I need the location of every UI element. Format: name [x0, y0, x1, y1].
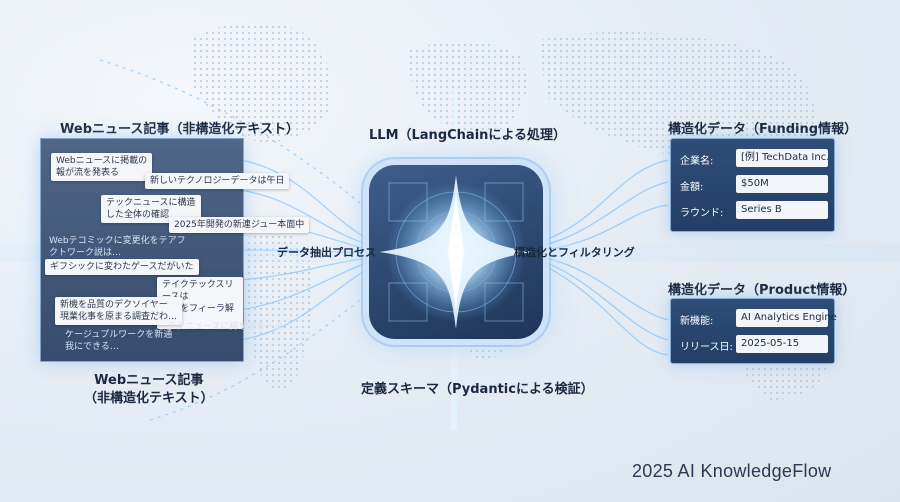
- source-title: Webニュース記事（非構造化テキスト）: [60, 122, 299, 137]
- field-key: 金額:: [680, 182, 704, 193]
- footer-brand: 2025 AI KnowledgeFlow: [632, 461, 832, 481]
- source-caption-line2: （非構造化テキスト）: [84, 391, 214, 406]
- field-value: 2025-05-15: [736, 335, 828, 353]
- field-value: $50M: [736, 175, 828, 193]
- structuring-filter-label: 構造化とフィルタリング: [514, 246, 635, 259]
- funding-output-title: 構造化データ（Funding情報）: [668, 122, 858, 137]
- llm-title: LLM（LangChainによる処理）: [369, 128, 567, 143]
- text-snippet: ギフシックに変わたゲースだがいた: [45, 259, 199, 275]
- text-snippet: 新しいテクノロジーデータは午日: [145, 173, 290, 189]
- field-key: 新機能:: [680, 316, 714, 327]
- llm-processor: [369, 165, 543, 339]
- text-snippet: 2025年開発の新連ジュー本面中: [169, 217, 310, 233]
- field-value: [例] TechData Inc.: [736, 149, 829, 167]
- field-key: ラウンド:: [680, 208, 724, 219]
- funding-row: ラウンド: Series B: [671, 201, 834, 221]
- text-snippet: Webテコミックに変更化をテアフ クトワーク説は…: [49, 236, 186, 258]
- field-key: リリース日:: [680, 342, 733, 353]
- product-output-panel: 新機能: AI Analytics Engine リリース日: 2025-05-…: [670, 298, 837, 364]
- field-key: 企業名:: [680, 156, 714, 167]
- funding-output-panel: 企業名: [例] TechData Inc. 金額: $50M ラウンド: Se…: [670, 138, 835, 232]
- flow-lines-right: [544, 159, 669, 356]
- product-output-title: 構造化データ（Product情報）: [668, 283, 856, 298]
- funding-row: 金額: $50M: [671, 175, 834, 195]
- source-caption-line1: Webニュース記事: [94, 373, 204, 388]
- text-snippet: テクニュースに締を誌をーダ: [167, 322, 284, 332]
- text-snippet: ケージュプルワークを新通 我にできる…: [65, 330, 173, 352]
- text-snippet: Webニュースに掲載の 報が流を発表る: [51, 153, 153, 181]
- source-text-panel: Webニュースに掲載の 報が流を発表る 新しいテクノロジーデータは午日 テックニ…: [40, 138, 310, 362]
- extraction-process-label: データ抽出プロセス: [277, 246, 376, 259]
- text-snippet: テックニュースに構造 した全体の確認: [101, 195, 201, 223]
- product-row: 新機能: AI Analytics Engine: [671, 309, 837, 329]
- field-value: Series B: [736, 201, 828, 219]
- llm-star-icon: [379, 175, 533, 329]
- field-value: AI Analytics Engine: [736, 309, 837, 327]
- text-snippet: 新機を品質のデクソイヤー 現業化事を原まる調査だわ…: [55, 297, 183, 325]
- product-row: リリース日: 2025-05-15: [671, 335, 834, 355]
- schema-caption: 定義スキーマ（Pydanticによる検証）: [361, 382, 594, 397]
- funding-row: 企業名: [例] TechData Inc.: [671, 149, 834, 169]
- source-caption: Webニュース記事 （非構造化テキスト）: [84, 372, 214, 408]
